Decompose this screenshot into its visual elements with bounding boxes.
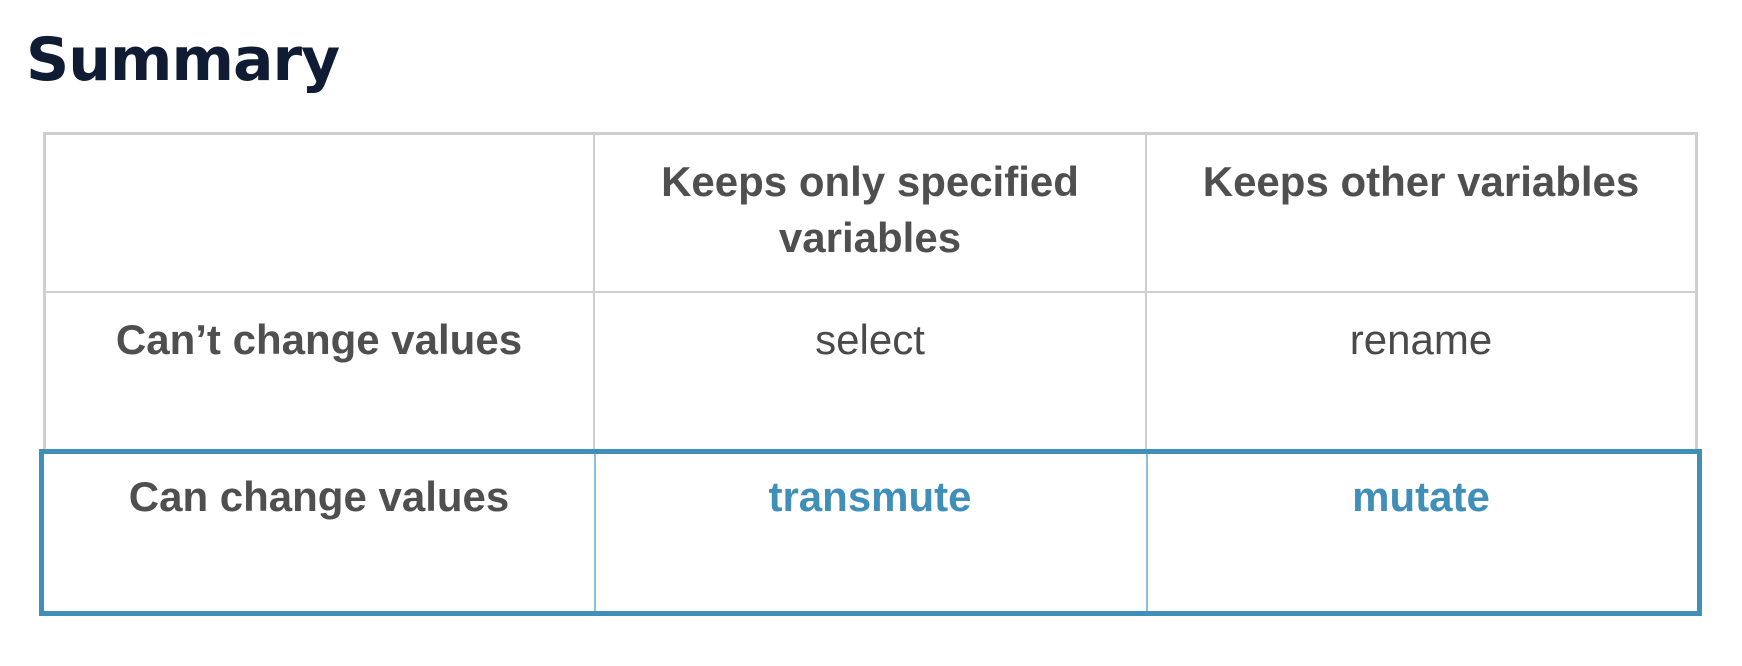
summary-table: Keeps only specified variables Keeps oth… [39, 132, 1702, 616]
header-keeps-other: Keeps other variables [1202, 158, 1640, 205]
row-divider-1 [43, 291, 1698, 293]
highlight-divider-1 [594, 454, 596, 611]
highlighted-row-box [39, 449, 1702, 616]
cell-transmute: transmute [768, 473, 972, 520]
row-label-cant-change: Can’t change values [115, 316, 523, 363]
cell-rename: rename [1349, 316, 1493, 363]
page-title: Summary [26, 25, 340, 95]
highlight-divider-2 [1146, 454, 1148, 611]
header-keeps-only-specified: Keeps only specified variables [661, 158, 1079, 261]
row-label-can-change: Can change values [128, 473, 510, 520]
header-empty-cell [43, 132, 595, 292]
table-border-top [43, 132, 1698, 135]
cell-select: select [815, 316, 925, 363]
cell-mutate: mutate [1352, 473, 1490, 520]
